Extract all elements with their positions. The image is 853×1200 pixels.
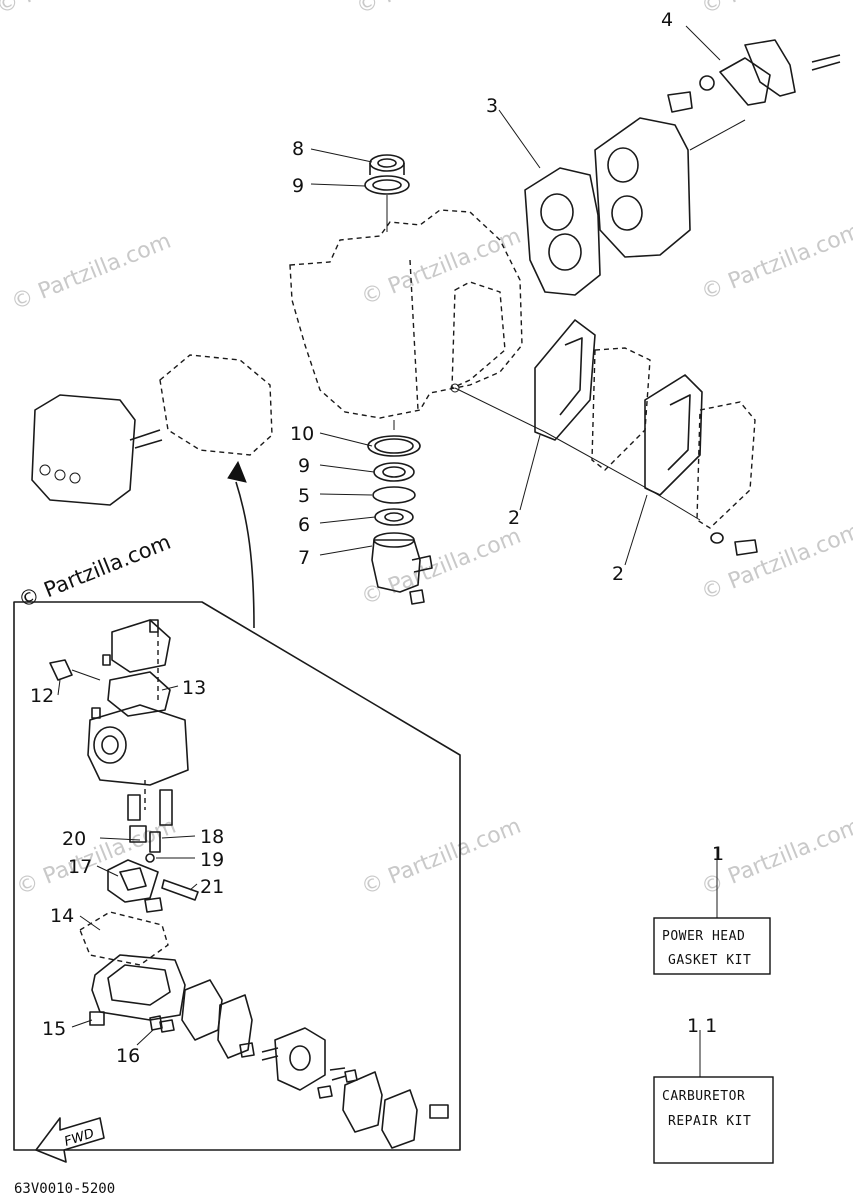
callout-8: 8 bbox=[292, 138, 304, 160]
carburetor-panel bbox=[13, 601, 461, 1151]
float-chamber bbox=[89, 954, 186, 1033]
power-head-kit-line1: POWER HEAD bbox=[662, 929, 745, 944]
callout-19: 19 bbox=[200, 849, 224, 871]
callout-9-top: 9 bbox=[292, 175, 304, 197]
callout-17: 17 bbox=[68, 856, 92, 878]
thermostat-cover-set bbox=[667, 39, 841, 113]
watermark-6: © Partzilla.com bbox=[698, 219, 853, 306]
carburetor-kit-line1: CARBURETOR bbox=[662, 1089, 745, 1104]
carburetor-body bbox=[49, 619, 189, 863]
callout-2-left: 2 bbox=[508, 507, 520, 529]
callout-10: 10 bbox=[290, 423, 314, 445]
callout-9-bottom: 9 bbox=[298, 455, 310, 477]
callout-18: 18 bbox=[200, 826, 224, 848]
carburetor-kit-line2: REPAIR KIT bbox=[668, 1114, 751, 1129]
callout-11: 1 1 bbox=[687, 1015, 717, 1037]
watermark-1: © Partzilla.com bbox=[0, 0, 160, 20]
diagram-code: 63V0010-5200 bbox=[14, 1181, 115, 1197]
callout-4: 4 bbox=[661, 9, 673, 31]
callout-1: 1 bbox=[712, 843, 724, 865]
callout-7: 7 bbox=[298, 547, 310, 569]
watermark-8: © Partzilla.com bbox=[698, 519, 853, 606]
callout-5: 5 bbox=[298, 485, 310, 507]
callout-6: 6 bbox=[298, 514, 310, 536]
watermark-dark: © Partzilla.com bbox=[15, 530, 174, 613]
fwd-label: FWD bbox=[63, 1126, 96, 1150]
callout-2-right: 2 bbox=[612, 563, 624, 585]
watermark-5: © Partzilla.com bbox=[358, 224, 525, 311]
carburetor-kit-frame bbox=[653, 1076, 774, 1164]
watermark-7: © Partzilla.com bbox=[358, 524, 525, 611]
callout-16: 16 bbox=[116, 1045, 140, 1067]
power-head-kit-line2: GASKET KIT bbox=[668, 953, 751, 968]
callout-13: 13 bbox=[182, 677, 206, 699]
callout-20: 20 bbox=[62, 828, 86, 850]
callout-3: 3 bbox=[486, 95, 498, 117]
watermark-3: © Partzilla.com bbox=[698, 0, 853, 20]
fuel-pump-set bbox=[181, 979, 449, 1149]
callout-14: 14 bbox=[50, 905, 74, 927]
power-head-gasket-kit-box: POWER HEAD GASKET KIT bbox=[653, 917, 771, 975]
carburetor-float-parts bbox=[79, 859, 199, 966]
callout-12: 12 bbox=[30, 685, 54, 707]
watermark-4: © Partzilla.com bbox=[8, 229, 175, 316]
watermark-2: © Partzilla.com bbox=[353, 0, 520, 20]
crankcase-block bbox=[289, 209, 523, 419]
callout-21: 21 bbox=[200, 876, 224, 898]
carburetor-repair-kit-box: CARBURETOR REPAIR KIT bbox=[653, 1076, 774, 1164]
fwd-arrow-icon: FWD bbox=[35, 1117, 105, 1163]
leader-lines bbox=[57, 25, 721, 1078]
callout-15: 15 bbox=[42, 1018, 66, 1040]
callout-labels: 8 9 3 4 10 9 5 6 7 2 2 12 13 20 18 17 19… bbox=[30, 9, 724, 1067]
top-oil-seal-set bbox=[364, 154, 410, 232]
watermark-10: © Partzilla.com bbox=[358, 814, 525, 901]
power-head-kit-frame bbox=[653, 917, 771, 975]
cylinder-head-gasket bbox=[524, 167, 601, 296]
cylinder-head-cover bbox=[594, 117, 746, 258]
reed-valve-gasket-set bbox=[454, 319, 758, 556]
assembly-arrow bbox=[227, 460, 255, 629]
intake-silencer-assembly bbox=[31, 354, 273, 506]
watermark-layer: © Partzilla.com © Partzilla.com © Partzi… bbox=[0, 0, 853, 901]
